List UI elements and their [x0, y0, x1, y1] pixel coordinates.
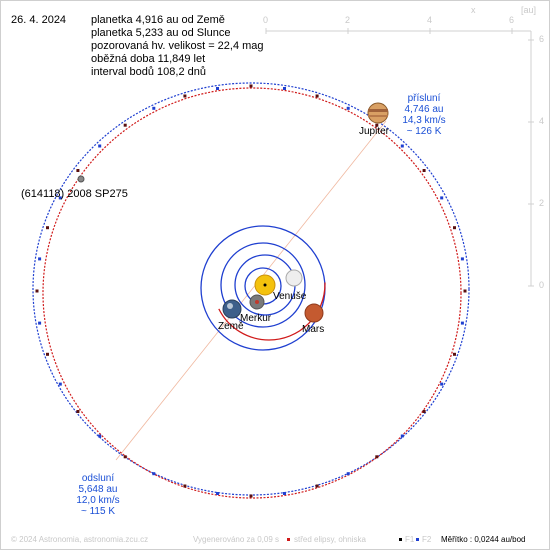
footer-legend-center: střed elipsy, ohniska: [294, 535, 366, 544]
footer-copyright: © 2024 Astronomia, astronomia.zcu.cz: [11, 535, 149, 544]
orbit-point: [283, 492, 286, 495]
orbit-point: [46, 352, 49, 356]
legend-f2-swatch: [416, 538, 419, 541]
x-tick-4: 4: [427, 15, 433, 25]
orbit-point: [460, 257, 464, 261]
y-tick-2: 2: [539, 198, 545, 208]
info-point-interval: interval bodů 108,2 dnů: [91, 66, 206, 78]
info-distance-sun: planetka 5,233 au od Slunce: [91, 27, 231, 39]
x-tick-6: 6: [509, 15, 515, 25]
legend-center-swatch: [287, 538, 290, 541]
orbit-point: [315, 94, 319, 98]
orbit-point: [400, 434, 404, 438]
perihelion-distance: 4,746 au: [404, 104, 444, 115]
orbit-point: [76, 169, 80, 172]
mars-label: Mars: [302, 324, 325, 335]
y-tick-0: 0: [539, 280, 545, 290]
orbit-point: [346, 106, 350, 110]
x-tick-2: 2: [345, 15, 351, 25]
unit-label: [au]: [521, 5, 537, 15]
axes: [265, 28, 534, 287]
perihelion-temp: ~ 126 K: [406, 126, 442, 137]
footer-scale: Měřítko : 0,0244 au/bod: [441, 535, 526, 544]
orbit-point: [346, 472, 350, 476]
orbit-point: [422, 410, 426, 413]
info-lines: planetka 4,916 au od Země planetka 5,233…: [91, 14, 264, 79]
orbit-point: [453, 352, 456, 356]
orbit-point: [98, 144, 102, 148]
orbit-point: [440, 196, 444, 200]
aphelion-distance: 5,648 au: [78, 484, 118, 495]
orbit-point: [76, 410, 80, 413]
info-magnitude: pozorovaná hv. velikost = 22,4 mag: [91, 40, 264, 52]
footer-legend-f2: F2: [422, 535, 432, 544]
orbit-point: [216, 87, 219, 90]
orbit-point: [315, 484, 319, 488]
orbit-point: [98, 434, 102, 438]
asteroid-label: (614118) 2008 SP275: [21, 188, 128, 200]
x-axis-label: x: [471, 5, 476, 15]
earth-icon: [222, 299, 242, 319]
orbit-position-points: [35, 84, 467, 498]
orbit-point: [183, 484, 187, 488]
aphelion-speed: 12,0 km/s: [76, 495, 120, 506]
footer-generated: Vygenerováno za 0,09 s: [193, 535, 279, 544]
y-tick-6: 6: [539, 34, 545, 44]
orbit-point: [183, 94, 187, 98]
orbit-point: [152, 106, 156, 110]
asteroid-icon: [77, 175, 85, 183]
info-distance-earth: planetka 4,916 au od Země: [91, 14, 225, 26]
orbit-point: [460, 321, 464, 325]
orbit-point: [283, 87, 286, 90]
orbit-point: [375, 123, 379, 127]
perihelion-title: přísluní: [407, 93, 441, 104]
perihelion-info: přísluní 4,746 au 14,3 km/s ~ 126 K: [399, 93, 449, 137]
orbit-point: [375, 455, 379, 459]
orbit-point: [463, 289, 467, 293]
venus-label: Venuše: [273, 291, 307, 302]
aphelion-info: odsluní 5,648 au 12,0 km/s ~ 115 K: [73, 473, 123, 517]
earth-label: Země: [218, 321, 244, 332]
x-tick-0: 0: [263, 15, 269, 25]
orbit-point: [453, 226, 456, 230]
line-of-apsides: [115, 120, 387, 461]
orbit-point: [422, 169, 426, 172]
footer-legend-f1: F1: [405, 535, 415, 544]
earth-orbit: [220, 242, 306, 328]
asteroid-orbit-red: [42, 87, 462, 499]
orbit-point: [58, 196, 62, 200]
legend-f1-swatch: [399, 538, 402, 541]
orbit-point: [35, 289, 39, 293]
date-label: 26. 4. 2024: [11, 14, 67, 26]
mercury-label: Merkur: [240, 313, 272, 324]
orbit-point: [46, 226, 49, 230]
orbit-point: [440, 382, 444, 386]
info-period: oběžná doba 11,849 let: [91, 53, 206, 65]
orbit-point: [249, 494, 253, 498]
jupiter-label: Jupiter: [359, 126, 390, 137]
aphelion-temp: ~ 115 K: [80, 506, 115, 517]
orbit-point: [249, 84, 253, 88]
orbit-point: [58, 382, 62, 386]
jupiter-icon: [367, 102, 389, 124]
orbit-point: [123, 123, 127, 127]
mars-orbit-red: [212, 227, 326, 341]
orbit-point: [400, 144, 404, 148]
orbit-point: [38, 257, 42, 261]
orbit-point: [152, 472, 156, 476]
y-tick-4: 4: [539, 116, 545, 126]
orbit-point: [38, 321, 42, 325]
aphelion-title: odsluní: [81, 473, 115, 484]
orbit-point: [123, 455, 127, 459]
orbit-point: [216, 492, 219, 495]
perihelion-speed: 14,3 km/s: [402, 115, 446, 126]
mars-icon: [304, 303, 324, 323]
venus-icon: [285, 269, 303, 287]
